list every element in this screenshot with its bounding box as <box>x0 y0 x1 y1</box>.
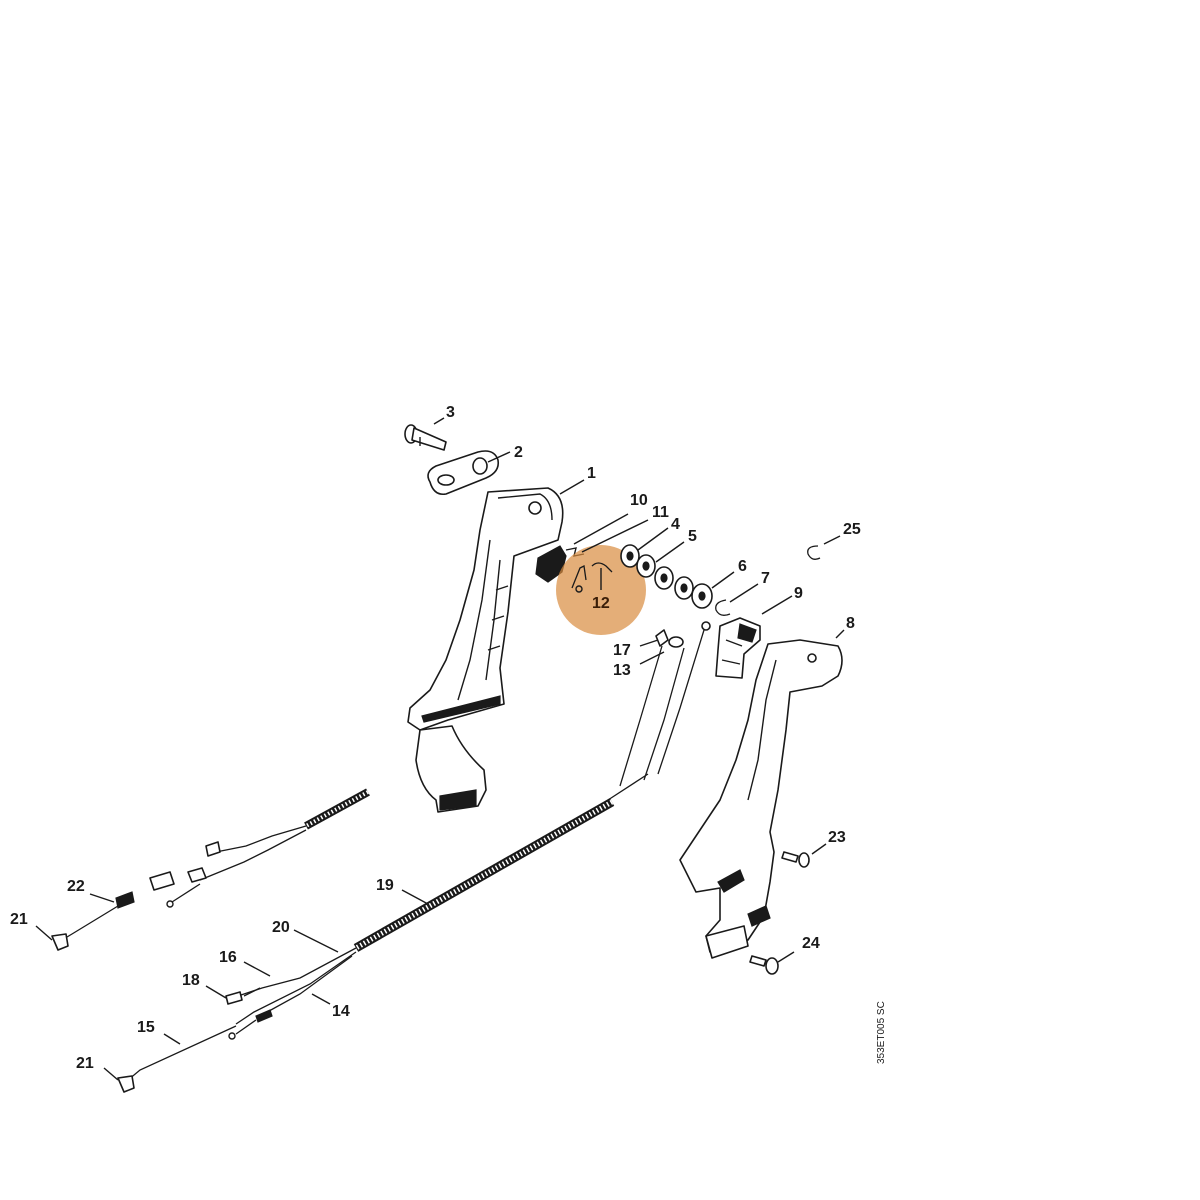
callout-13[interactable]: 13 <box>613 662 631 679</box>
part-21-terminal-lower[interactable] <box>117 1075 135 1093</box>
callout-24[interactable]: 24 <box>802 935 820 952</box>
callout-12[interactable]: 12 <box>592 595 610 612</box>
callout-19[interactable]: 19 <box>376 877 394 894</box>
callout-18[interactable]: 18 <box>182 972 200 989</box>
part-8-handle-shell[interactable] <box>679 639 843 959</box>
callout-1[interactable]: 1 <box>587 465 596 482</box>
callout-20[interactable]: 20 <box>272 919 290 936</box>
callout-25[interactable]: 25 <box>843 521 861 538</box>
part-9-switch[interactable] <box>715 617 761 679</box>
callout-17[interactable]: 17 <box>613 642 631 659</box>
callout-2[interactable]: 2 <box>514 444 523 461</box>
part-14-wire[interactable] <box>228 1009 273 1040</box>
part-24-screw[interactable] <box>749 955 779 975</box>
part-4-washer[interactable] <box>620 544 640 568</box>
part-13-cable[interactable] <box>619 621 711 787</box>
part-20-harness[interactable] <box>235 947 357 1025</box>
previous-harness[interactable] <box>166 788 370 908</box>
leader-lines <box>35 417 845 1081</box>
part-19-sleeve[interactable] <box>353 773 649 952</box>
part-2-plate[interactable] <box>427 450 500 496</box>
callout-6[interactable]: 6 <box>738 558 747 575</box>
part-4-washer[interactable] <box>636 554 656 578</box>
part-3-bolt[interactable] <box>404 424 447 451</box>
callout-23[interactable]: 23 <box>828 829 846 846</box>
callout-21-lower[interactable]: 21 <box>76 1055 94 1072</box>
callout-14[interactable]: 14 <box>332 1003 350 1020</box>
part-16-wire[interactable] <box>243 987 261 997</box>
callout-22[interactable]: 22 <box>67 878 85 895</box>
callout-9[interactable]: 9 <box>794 585 803 602</box>
callout-21-upper[interactable]: 21 <box>10 911 28 928</box>
callout-10[interactable]: 10 <box>630 492 648 509</box>
reference-code: 353ET005 SC <box>876 1001 887 1064</box>
part-6-washer[interactable] <box>691 583 713 609</box>
callout-7[interactable]: 7 <box>761 570 770 587</box>
callout-8[interactable]: 8 <box>846 615 855 632</box>
part-18-connector[interactable] <box>225 991 243 1005</box>
part-23-screw[interactable] <box>781 851 810 868</box>
callout-16[interactable]: 16 <box>219 949 237 966</box>
callout-5[interactable]: 5 <box>688 528 697 545</box>
part-1-handle-housing[interactable] <box>407 487 564 813</box>
callout-4[interactable]: 4 <box>671 516 680 533</box>
part-21-terminal-upper[interactable] <box>51 933 69 951</box>
part-5-washer[interactable] <box>674 576 694 600</box>
part-12-torsion-spring[interactable] <box>571 562 613 593</box>
callout-11[interactable]: 11 <box>652 504 669 521</box>
callout-3[interactable]: 3 <box>446 404 455 421</box>
part-17-nipple[interactable] <box>655 629 669 647</box>
callout-15[interactable]: 15 <box>137 1019 155 1036</box>
part-25-circlip[interactable] <box>807 545 821 560</box>
part-5-washer[interactable] <box>654 566 674 590</box>
part-7-circlip[interactable] <box>715 599 731 616</box>
